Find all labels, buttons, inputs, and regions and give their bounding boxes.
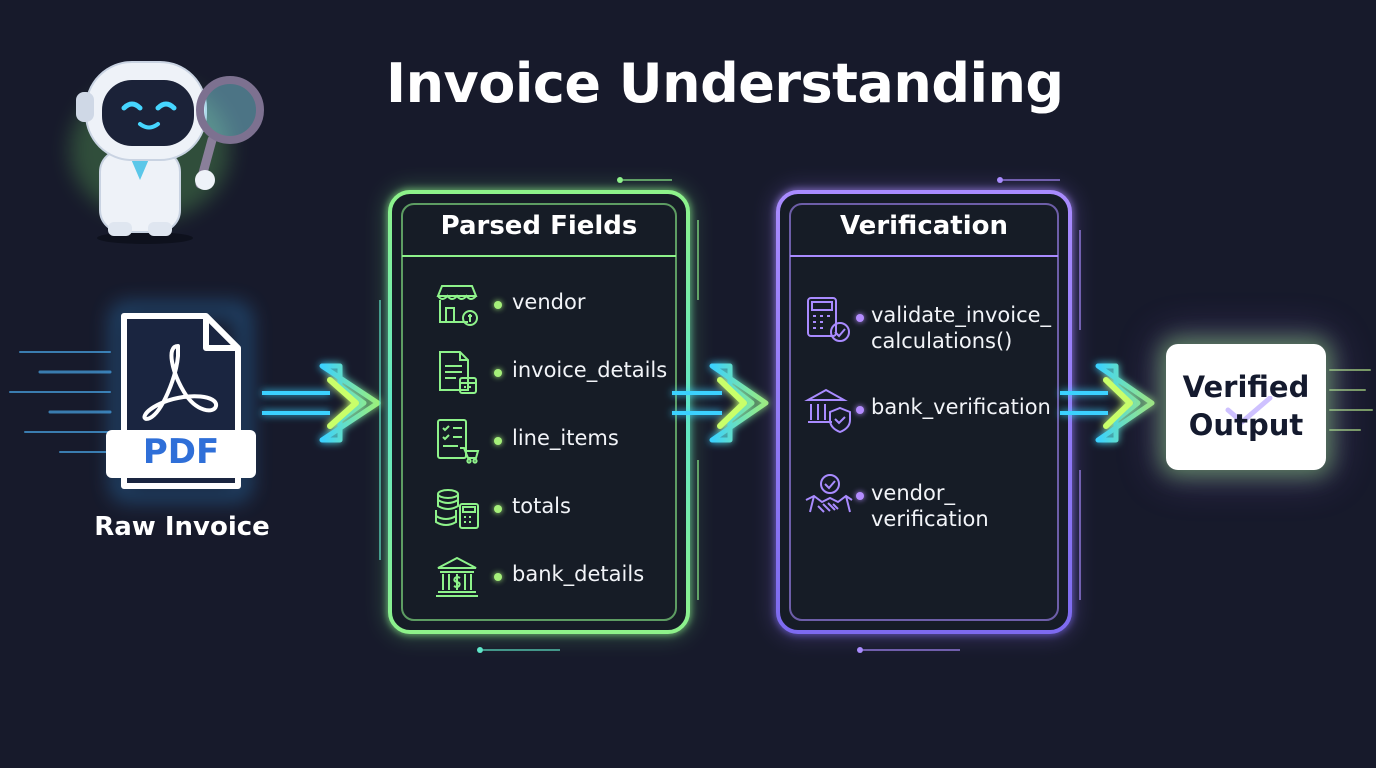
bullet-dot [856,406,864,414]
verification-item-validate-calculations: validate_invoice_ calculations() [804,294,1064,354]
pdf-badge-label: PDF [142,432,220,472]
parsed-field-totals: totals [434,482,674,532]
arrow-verification-to-output [1060,363,1155,443]
checkmark-icon [1225,396,1273,425]
field-label: vendor [512,290,586,314]
document-calendar-icon [439,351,477,394]
verification-title: Verification [839,211,1008,241]
verified-output-box: Verified Output [1166,344,1326,470]
field-label: invoice_details [512,358,668,382]
field-label: line_items [512,426,619,450]
field-label: totals [512,494,571,518]
arrow-raw-to-parsed [262,363,381,443]
bullet-dot [494,573,502,581]
bank-shield-icon [804,388,851,434]
bullet-dot [856,492,864,500]
verified-output-label: Verified Output [1182,370,1310,442]
robot-magnifier-icon [70,61,264,244]
parsed-field-line-items: line_items [434,414,674,464]
speed-lines-right [1329,369,1373,431]
verification-label: bank_verification [871,395,1051,419]
verification-label: vendor_ verification [871,481,989,531]
verification-item-bank: bank_verification [804,386,1064,436]
parsed-field-vendor: vendor [434,278,674,328]
coins-calculator-icon [435,489,479,529]
bullet-dot [856,314,864,322]
verification-label: validate_invoice_ calculations() [871,303,1052,353]
parsed-fields-title: Parsed Fields [440,211,638,241]
bullet-dot [494,369,502,377]
calculator-check-icon [807,297,850,342]
verification-item-vendor: vendor_ verification [804,472,1064,532]
storefront-icon [436,285,478,326]
bullet-dot [494,505,502,513]
parsed-field-bank-details: bank_details [434,550,674,600]
handshake-check-icon [805,474,853,513]
bullet-dot [494,301,502,309]
checklist-cart-icon [437,419,480,464]
diagram-title: Invoice Understanding [386,52,1064,115]
speed-lines-left [9,351,112,453]
pdf-document-icon [106,303,256,501]
arrow-parsed-to-verification [672,363,769,443]
field-label: bank_details [512,562,645,586]
raw-invoice-label: Raw Invoice [94,512,270,542]
bullet-dot [494,437,502,445]
bank-icon [436,556,478,597]
parsed-field-invoice-details: invoice_details [434,346,674,396]
